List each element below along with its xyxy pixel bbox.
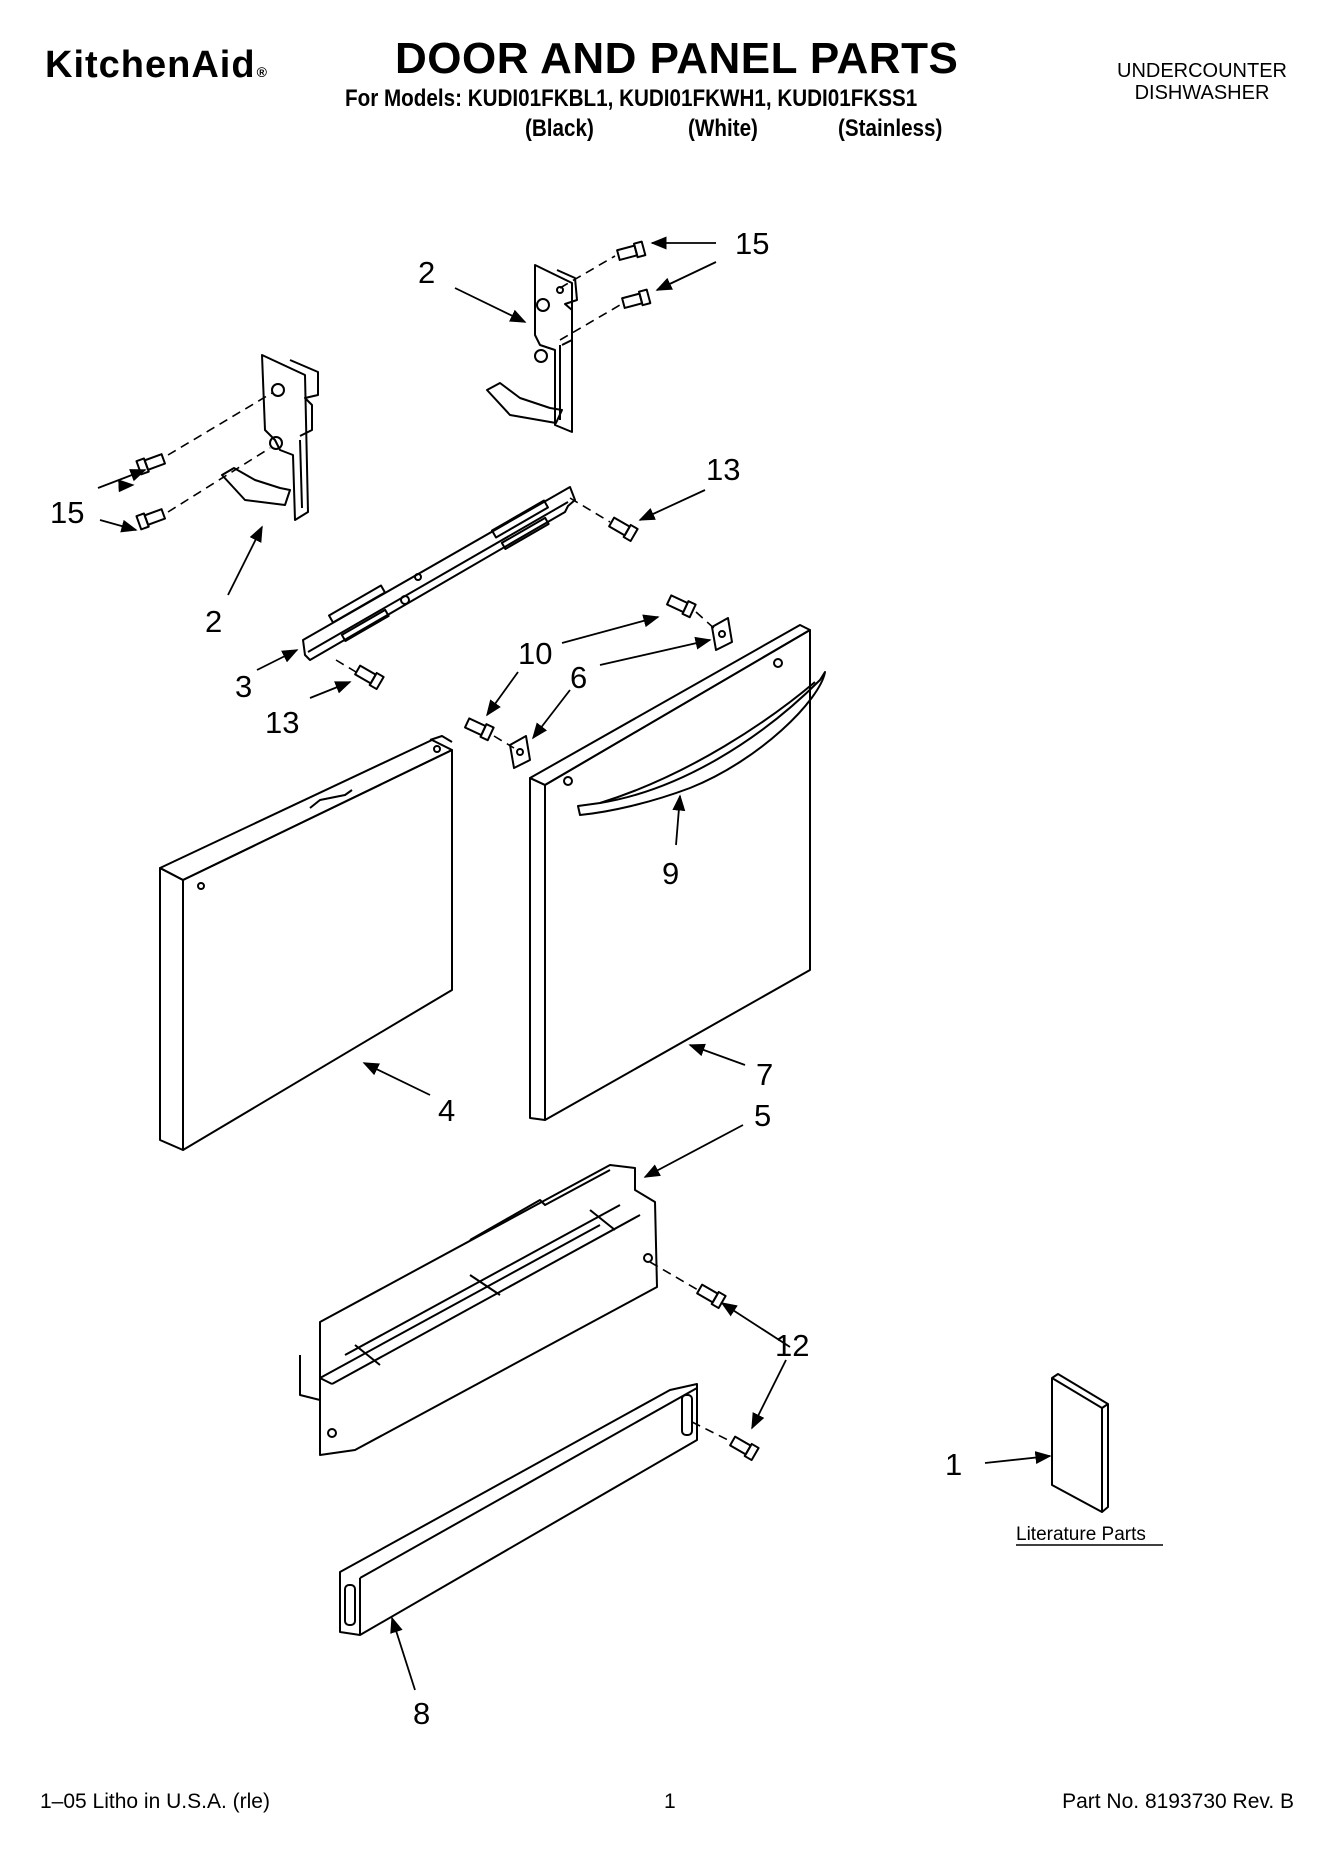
access-panel (299, 1164, 658, 1456)
hinge-bracket-top (486, 264, 578, 433)
product-type: UNDERCOUNTER DISHWASHER (1117, 60, 1287, 104)
assembly-lines (167, 255, 733, 1443)
footer-page-number: 1 (664, 1790, 676, 1813)
product-line-2: DISHWASHER (1134, 82, 1270, 104)
literature-parts-label: Literature Parts (1016, 1524, 1146, 1545)
callout-10: 10 (518, 636, 552, 671)
footer-litho: 1–05 Litho in U.S.A. (rle) (40, 1790, 270, 1813)
color-stainless: (Stainless) (838, 115, 943, 142)
literature-booklet (1051, 1373, 1109, 1513)
callout-7: 7 (756, 1057, 773, 1092)
callout-15-top: 15 (735, 226, 769, 261)
screw-15-top-b (621, 288, 652, 309)
color-black: (Black) (525, 115, 594, 142)
page-title: DOOR AND PANEL PARTS (395, 34, 959, 83)
screw-15-top-a (616, 240, 647, 261)
footer-part-number: Part No. 8193730 Rev. B (1062, 1790, 1294, 1813)
washer-6-right (711, 617, 733, 651)
hinge-bracket-left (221, 354, 319, 521)
door-panel-plain (159, 735, 453, 1151)
toe-panel (339, 1383, 698, 1636)
screw-10-right (666, 594, 697, 619)
registered-mark: ® (256, 64, 268, 80)
door-panel-handle (529, 624, 811, 1121)
callout-13-right: 13 (706, 452, 740, 487)
callout-15-left: 15 (50, 495, 84, 530)
callout-8: 8 (413, 1696, 430, 1731)
callout-2-top: 2 (418, 255, 435, 290)
callout-5: 5 (754, 1098, 771, 1133)
models-line: For Models: KUDI01FKBL1, KUDI01FKWH1, KU… (345, 85, 918, 112)
color-white: (White) (688, 115, 758, 142)
callout-6: 6 (570, 660, 587, 695)
callout-13-left: 13 (265, 705, 299, 740)
mounting-rail (302, 486, 576, 661)
screw-12-upper (696, 1283, 727, 1310)
callout-1: 1 (945, 1447, 962, 1482)
brand-logo: KitchenAid® (45, 44, 268, 87)
screw-13-right (608, 516, 639, 543)
callout-9: 9 (662, 856, 679, 891)
screw-13-left (354, 664, 385, 691)
callout-3: 3 (235, 669, 252, 704)
product-line-1: UNDERCOUNTER (1117, 60, 1287, 82)
brand-name: KitchenAid (45, 44, 256, 86)
callout-2-left: 2 (205, 604, 222, 639)
leader-arrows (97, 236, 1052, 1691)
screw-12-lower (729, 1435, 760, 1462)
callout-12: 12 (775, 1328, 809, 1363)
screw-10-left (464, 717, 495, 742)
washer-6-left (509, 735, 531, 769)
callout-4: 4 (438, 1093, 455, 1128)
screw-15-left-b (135, 508, 166, 531)
door-handle (577, 671, 826, 816)
